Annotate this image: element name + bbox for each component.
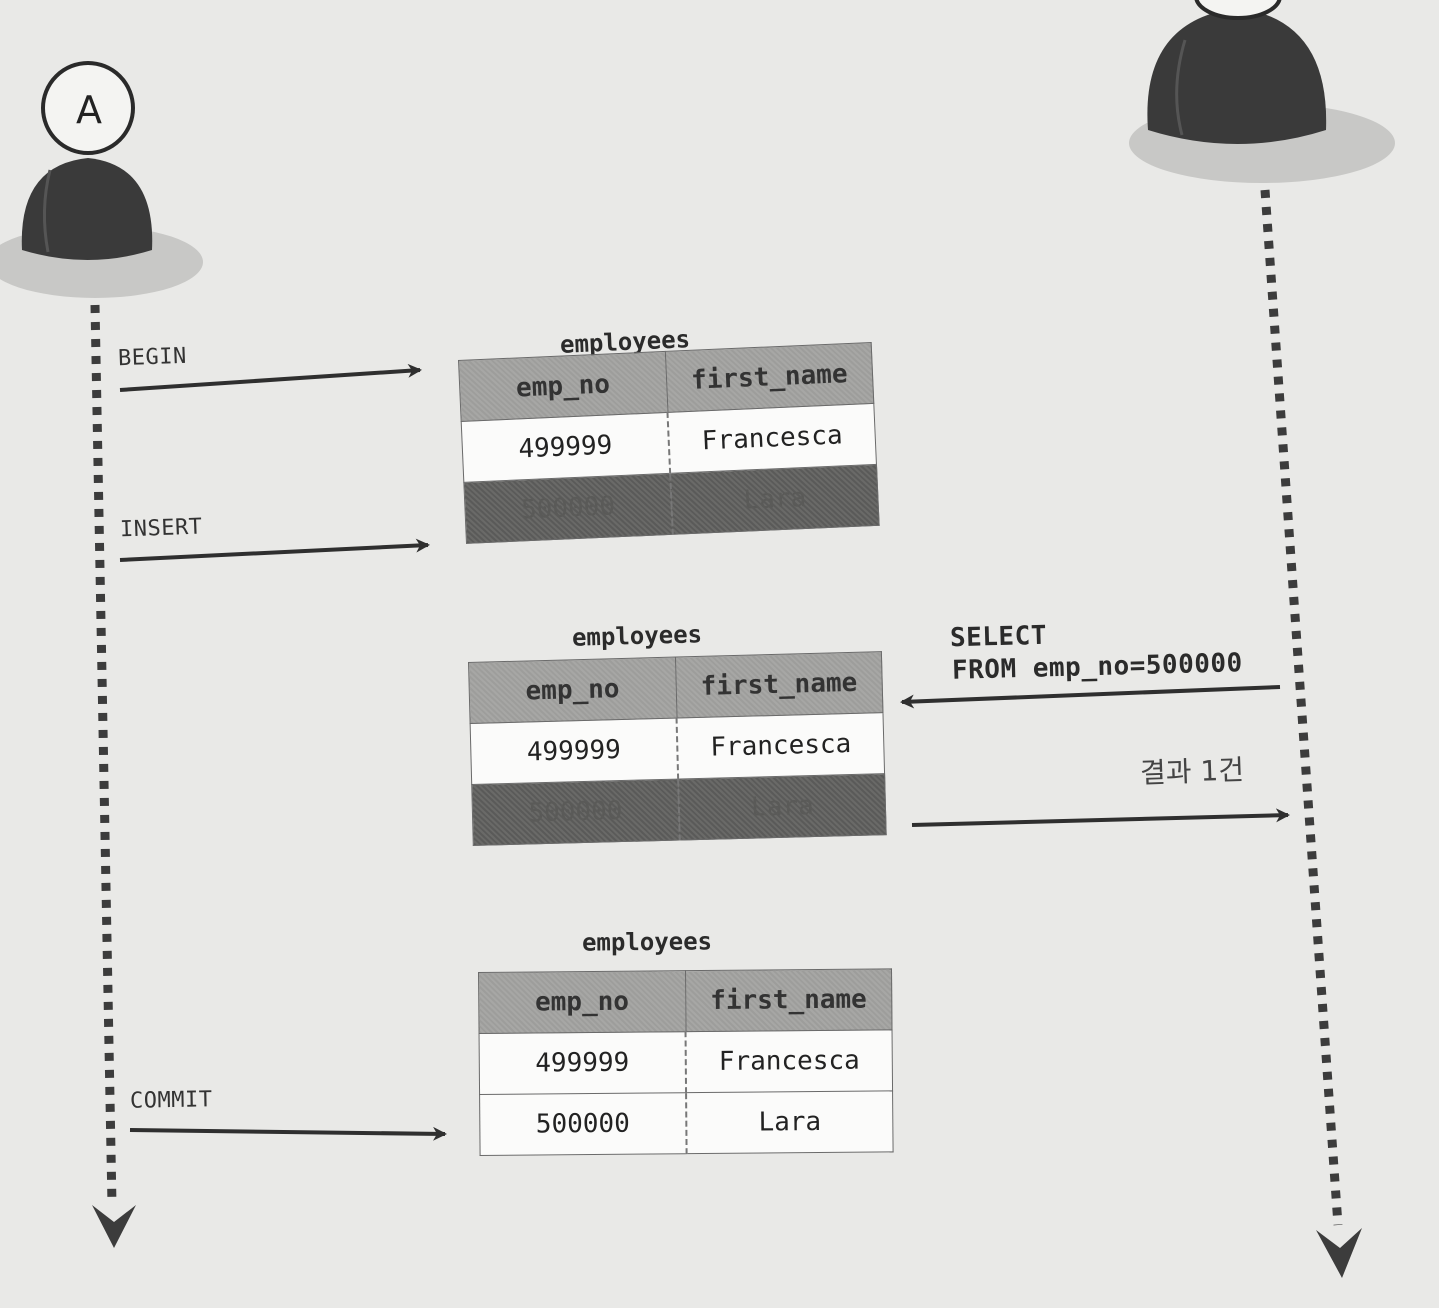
- table-row: 499999 Francesca: [479, 1029, 893, 1095]
- insert-label: INSERT: [119, 514, 203, 543]
- select-arrow: [900, 685, 1281, 709]
- table-row-uncommitted: 500000 Lara: [471, 773, 887, 846]
- column-header: first_name: [664, 342, 874, 413]
- cell-first-name: Lara: [670, 464, 880, 535]
- employees-table-3: emp_no first_name 499999 Francesca 50000…: [478, 968, 894, 1156]
- insert-arrow: [119, 538, 430, 562]
- result-arrow: [911, 808, 1290, 827]
- cell-emp-no: 499999: [461, 412, 671, 483]
- actor-a-label: A: [76, 88, 103, 132]
- table-header-row: emp_no first_name: [478, 968, 893, 1034]
- table-row: 499999 Francesca: [470, 712, 885, 785]
- cell-emp-no: 500000: [463, 473, 673, 544]
- table-header-row: emp_no first_name: [468, 651, 883, 724]
- table-row: 500000 Lara: [479, 1090, 894, 1156]
- cell-emp-no: 499999: [470, 718, 679, 785]
- lifeline-b-arrowhead: [1316, 1228, 1362, 1278]
- actor-a-icon: [0, 61, 203, 298]
- commit-label: COMMIT: [129, 1087, 213, 1114]
- cell-first-name: Francesca: [676, 712, 885, 780]
- result-count-label: 결과 1건: [1139, 753, 1245, 790]
- begin-arrow: [119, 363, 422, 392]
- begin-label: BEGIN: [117, 343, 188, 372]
- column-header: emp_no: [468, 657, 677, 724]
- column-header: first_name: [684, 968, 893, 1032]
- select-query-line1: SELECT: [949, 620, 1048, 654]
- employees-table-1: emp_no first_name 499999 Francesca 50000…: [458, 342, 880, 544]
- commit-arrow: [129, 1126, 447, 1141]
- column-header: emp_no: [458, 351, 668, 422]
- cell-first-name: Francesca: [667, 403, 877, 474]
- cell-emp-no: 499999: [479, 1031, 687, 1095]
- column-header: emp_no: [478, 970, 686, 1034]
- cell-emp-no: 500000: [479, 1092, 687, 1156]
- cell-first-name: Lara: [686, 1090, 894, 1154]
- table-3-title: employees: [581, 927, 713, 957]
- lifeline-b: [1260, 189, 1343, 1226]
- actor-b-icon: [1129, 0, 1395, 183]
- lifeline-a: [90, 304, 117, 1206]
- cell-first-name: Lara: [678, 773, 887, 841]
- cell-first-name: Francesca: [685, 1029, 893, 1093]
- cell-emp-no: 500000: [471, 779, 680, 846]
- column-header: first_name: [674, 651, 883, 719]
- table-2-title: employees: [571, 620, 703, 652]
- lifeline-a-arrowhead: [92, 1205, 136, 1248]
- employees-table-2: emp_no first_name 499999 Francesca 50000…: [468, 651, 887, 846]
